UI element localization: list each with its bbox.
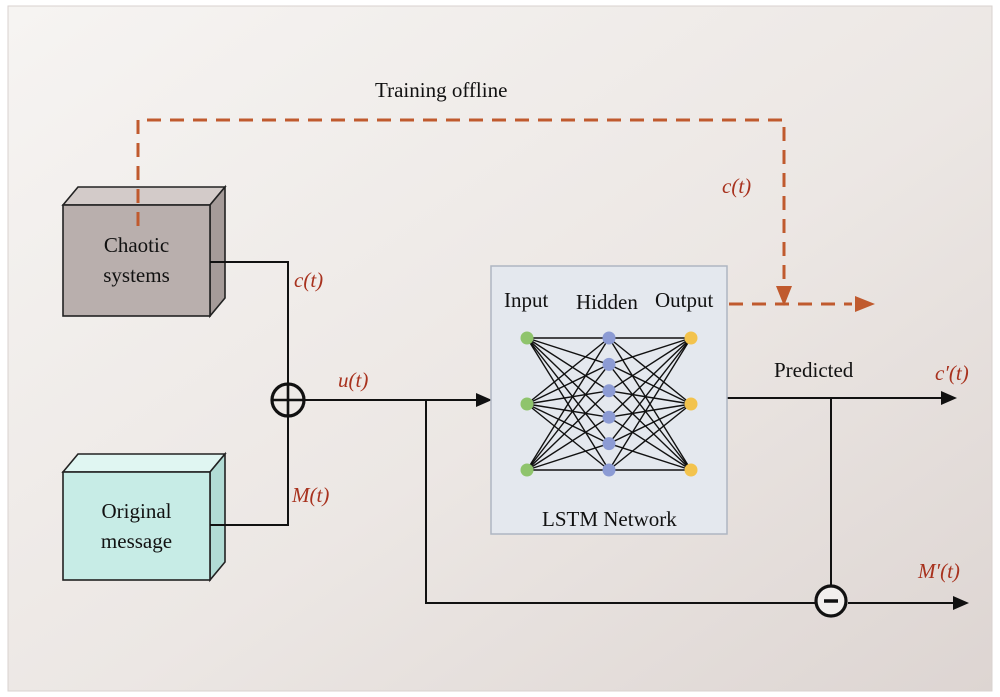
network-edge	[526, 363, 610, 471]
input-node	[520, 331, 534, 345]
c-prime-t-label: c′(t)	[935, 361, 969, 385]
training-offline-path	[136, 118, 852, 306]
message-line-1: Original	[101, 499, 172, 523]
network-edge	[608, 403, 692, 445]
hidden-node	[602, 384, 616, 398]
output-node	[684, 397, 698, 411]
network-edge	[608, 337, 692, 418]
network-edge	[526, 442, 610, 471]
hidden-node	[602, 331, 616, 345]
c-t-chaotic-label: c(t)	[294, 268, 324, 292]
c-prime-arrowhead	[941, 391, 957, 405]
adder-symbol	[270, 382, 306, 418]
network-input-arrowhead	[476, 393, 492, 407]
output-layer-label: Output	[655, 288, 714, 312]
hidden-node	[602, 357, 616, 371]
chaotic-to-adder-line	[210, 261, 289, 384]
network-edge	[608, 337, 692, 405]
network-edge	[608, 337, 692, 366]
arrowheads	[476, 391, 969, 610]
network-edge	[526, 363, 610, 405]
network-edge	[608, 390, 692, 405]
output-node	[684, 331, 698, 345]
network-edge	[608, 403, 692, 418]
network-edge	[526, 416, 610, 471]
network-nodes	[520, 331, 698, 477]
training-right-arrowhead	[855, 296, 875, 312]
hidden-node	[602, 437, 616, 451]
chaotic-box-top-face	[61, 186, 227, 206]
output-node	[684, 463, 698, 477]
predicted-label: Predicted	[774, 358, 854, 382]
training-down-arrowhead	[776, 286, 792, 306]
input-layer-label: Input	[504, 288, 549, 312]
signal-lines	[210, 261, 955, 604]
original-message-text: Original message	[63, 496, 210, 556]
subtractor-symbol	[814, 584, 848, 618]
network-edge	[526, 390, 610, 405]
network-edge	[526, 337, 610, 405]
training-offline-label: Training offline	[375, 78, 508, 102]
original-message-box	[61, 451, 227, 583]
message-box-side-face	[209, 451, 226, 583]
input-node	[520, 463, 534, 477]
lstm-network-title: LSTM Network	[542, 507, 677, 531]
m-prime-t-label: M′(t)	[918, 559, 960, 583]
chaotic-systems-text: Chaotic systems	[63, 230, 210, 290]
message-to-adder-line	[210, 416, 289, 526]
chaotic-box-side-face	[209, 184, 226, 319]
training-feedback-line	[136, 118, 786, 298]
network-edge	[608, 337, 692, 445]
network-edge	[608, 363, 692, 405]
message-box-top-face	[61, 453, 227, 473]
c-t-training-label: c(t)	[722, 174, 752, 198]
input-node	[520, 397, 534, 411]
network-edge	[608, 337, 692, 471]
chaotic-line-1: Chaotic	[103, 233, 170, 257]
network-edge	[526, 403, 610, 418]
m-prime-arrowhead	[953, 596, 969, 610]
network-edge	[608, 337, 692, 392]
hidden-node	[602, 463, 616, 477]
hidden-layer-label: Hidden	[576, 290, 638, 314]
network-edge	[526, 390, 610, 471]
network-edge	[526, 403, 610, 471]
network-edge	[526, 337, 610, 471]
chaotic-line-2: systems	[103, 263, 170, 287]
message-line-2: message	[100, 529, 173, 553]
network-edge	[608, 403, 692, 471]
m-t-label: M(t)	[292, 483, 330, 507]
bypass-line	[425, 400, 815, 604]
network-edge	[526, 403, 610, 445]
hidden-node	[602, 410, 616, 424]
message-box-front-face	[62, 471, 211, 581]
u-t-label: u(t)	[338, 368, 369, 392]
network-connections	[526, 337, 692, 471]
